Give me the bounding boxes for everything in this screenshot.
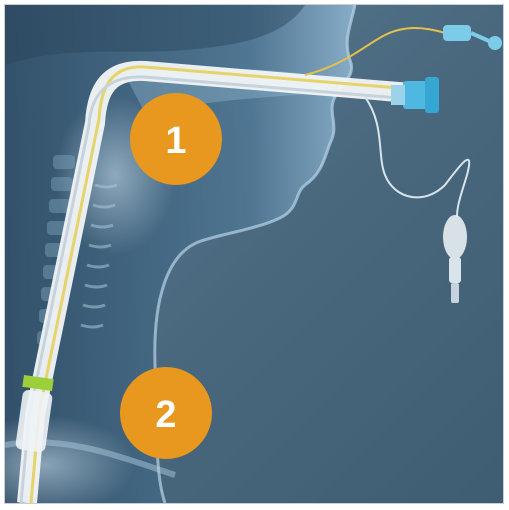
intubation-illustration: 1 2 [5, 5, 503, 503]
marker-1-label: 1 [165, 120, 186, 162]
marker-1: 1 [130, 93, 222, 185]
illustration-frame: 1 2 [4, 4, 504, 504]
marker-2-label: 2 [155, 394, 176, 436]
marker-2: 2 [120, 367, 212, 459]
